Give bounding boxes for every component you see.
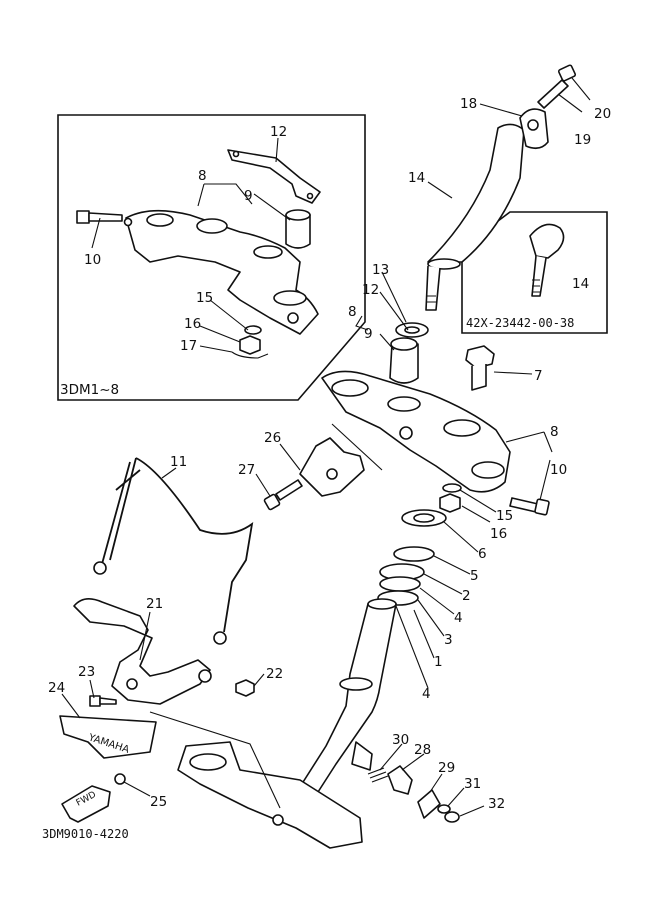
- callout-22: 22: [266, 666, 283, 682]
- callout-24: 24: [48, 680, 65, 696]
- screw-23: [89, 695, 117, 707]
- callout-4-lower: 4: [422, 686, 431, 702]
- callout-15-inset: 15: [196, 290, 213, 306]
- callout-numbers: 12 8 9 10 15 16 17 18 20 19 14 14 13 12 …: [42, 96, 611, 841]
- callout-5: 5: [470, 568, 479, 584]
- callout-16: 16: [490, 526, 507, 542]
- pinch-bolt-7: [465, 345, 495, 391]
- callout-4-upper: 4: [454, 610, 463, 626]
- clamp-bolt: [537, 64, 577, 109]
- callout-29: 29: [438, 760, 455, 776]
- callout-21: 21: [146, 596, 163, 612]
- inset-fasteners: [231, 325, 269, 359]
- collar-9: [389, 337, 419, 384]
- inset-box-left: 3DM1~8: [57, 114, 366, 401]
- callout-12: 12: [362, 282, 379, 298]
- callout-13: 13: [372, 262, 389, 278]
- frame-head: [177, 741, 373, 849]
- nut-22: [235, 679, 255, 697]
- callout-30: 30: [392, 732, 409, 748]
- callout-14: 14: [408, 170, 425, 186]
- switch-28: [387, 765, 413, 795]
- inset-handlebar-holder: [529, 223, 565, 297]
- callout-10-inset: 10: [84, 252, 101, 268]
- callout-26: 26: [264, 430, 281, 446]
- callout-32: 32: [488, 796, 505, 812]
- inset-left-label: 3DM1~8: [60, 382, 119, 398]
- fwd-arrow: FWD: [61, 785, 111, 823]
- callout-11: 11: [170, 454, 187, 470]
- screw-27: [263, 479, 303, 511]
- plate-29: [417, 789, 441, 819]
- inset-bolt: [76, 210, 123, 224]
- callout-3: 3: [444, 632, 453, 648]
- washer-5: [393, 546, 435, 562]
- callout-8-collar: 8: [348, 304, 357, 320]
- handlebar-column: [425, 123, 525, 311]
- callout-1: 1: [434, 654, 443, 670]
- stay-26: [299, 437, 365, 497]
- emblem-24: YAMAHA: [59, 715, 157, 759]
- callout-6: 6: [478, 546, 487, 562]
- screw-32: [444, 811, 460, 823]
- callout-8-inset: 8: [198, 168, 207, 184]
- washer-13: [395, 322, 429, 338]
- callout-28: 28: [414, 742, 431, 758]
- callout-25: 25: [150, 794, 167, 810]
- callout-9-inset: 9: [244, 188, 253, 204]
- figure-code: 3DM9010-4220: [42, 827, 129, 841]
- spring-30: [367, 767, 389, 783]
- washer-31: [437, 804, 451, 814]
- callout-8: 8: [550, 424, 559, 440]
- inset-plate: [227, 149, 321, 204]
- callout-14-inset: 14: [572, 276, 589, 292]
- inset-collar: [285, 209, 311, 249]
- callout-10: 10: [550, 462, 567, 478]
- callout-16-inset: 16: [184, 316, 201, 332]
- leader-lines: [61, 77, 591, 817]
- screw-25: [114, 773, 126, 785]
- callout-2: 2: [462, 588, 471, 604]
- under-bracket: [321, 370, 511, 493]
- callout-18: 18: [460, 96, 477, 112]
- callout-12-inset: 12: [270, 124, 287, 140]
- callout-20: 20: [594, 106, 611, 122]
- callout-9: 9: [364, 326, 373, 342]
- ring-nut-6: [401, 509, 447, 527]
- nut-16-main: [439, 493, 461, 513]
- callout-17: 17: [180, 338, 197, 354]
- callout-19: 19: [574, 132, 591, 148]
- callout-31: 31: [464, 776, 481, 792]
- callout-15: 15: [496, 508, 513, 524]
- callout-23: 23: [78, 664, 95, 680]
- bracket-21: [73, 598, 212, 705]
- under-bracket-bolt-10: [509, 497, 550, 516]
- inset-lower-bracket: [123, 209, 319, 335]
- callout-7: 7: [534, 368, 543, 384]
- inset-right-label: 42X-23442-00-38: [466, 316, 574, 330]
- steering-shaft: [297, 598, 397, 793]
- washer-15-main: [442, 483, 462, 493]
- handle-clamp: [519, 108, 549, 150]
- callout-27: 27: [238, 462, 255, 478]
- wire-frame-11: [93, 457, 254, 645]
